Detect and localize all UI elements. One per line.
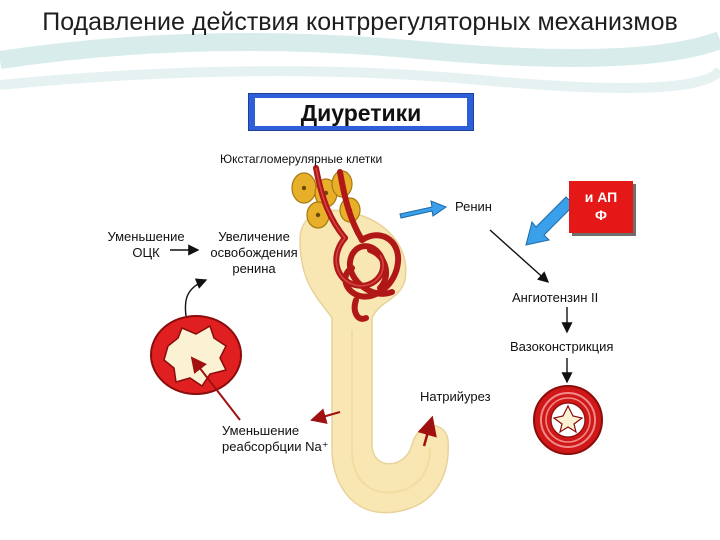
juxtaglomerular-label: Юкстагломерулярные клетки <box>220 152 383 166</box>
diuretics-label: Диуретики <box>255 98 467 126</box>
eap-box: и АП Ф <box>569 181 633 233</box>
renin-arrow <box>399 200 448 219</box>
vasoconstriction-label: Вазоконстрикция <box>510 339 614 354</box>
natriuresis-red-arrow <box>417 415 437 447</box>
eap-symbol: Ф <box>595 207 607 223</box>
background-decoration <box>0 31 720 93</box>
decrease-bcv-label: Уменьшение ОЦК <box>107 229 185 260</box>
natriuresis-label: Натрийурез <box>420 389 491 404</box>
diuretics-box: Диуретики <box>248 93 474 131</box>
increase-release-label: Увеличение освобождения ренина <box>210 229 298 276</box>
decrease-reabsorption-label: Уменьшение реабсорбции Na⁺ <box>222 423 329 454</box>
eap-label: и АП <box>584 189 618 205</box>
slide-title: Подавление действия контррегуляторных ме… <box>42 8 678 36</box>
eap-arrow <box>525 196 575 246</box>
nephron-tubule <box>299 209 449 514</box>
dilated-vessel-icon <box>150 315 242 395</box>
constricted-vessel-icon <box>533 385 603 455</box>
reabsorption-red-arrow <box>190 356 241 421</box>
angiotensin-label: Ангиотензин II <box>512 290 599 305</box>
renin-label: Ренин <box>455 199 492 214</box>
renin-to-angiotensin-line <box>489 229 550 283</box>
vessel-to-bcv-curve <box>184 278 208 317</box>
tubule-to-reabsorption-arrow <box>310 408 341 424</box>
